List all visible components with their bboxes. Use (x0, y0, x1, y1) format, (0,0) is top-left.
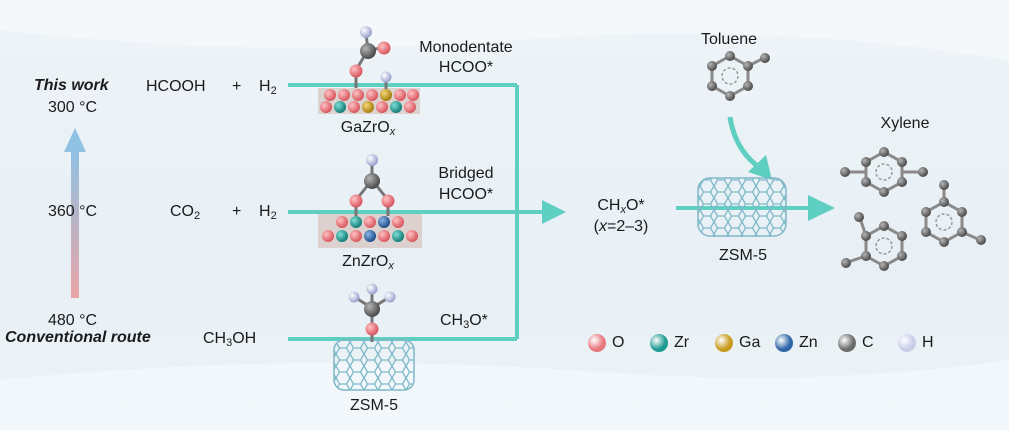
reaction-lines (288, 83, 545, 341)
toluene-arrowhead (748, 155, 772, 180)
legend-swatch-ga (715, 334, 733, 352)
arrow-to-xylene (808, 195, 835, 221)
legend-swatch-h (898, 334, 916, 352)
toluene-arrow (727, 116, 762, 171)
legend-item-zr: Zr (650, 334, 689, 352)
legend-label-h: H (922, 334, 934, 351)
zsm5-label-bottom: ZSM-5 (350, 397, 398, 414)
temperature-middle: 360 °C (48, 203, 98, 220)
background-wave-top (0, 0, 1009, 60)
monodentate-formate-molecule (349, 26, 392, 89)
xylene-molecule-ortho (841, 212, 907, 271)
gazrox-label: GaZrOx (340, 119, 396, 138)
monodentate-label: Monodentate (419, 39, 513, 56)
zsm5-framework-bottom (333, 339, 415, 391)
bridged-hcoo-label: HCOO* (438, 186, 494, 203)
reactant-hcooh: HCOOH (146, 78, 206, 95)
legend-label-o: O (612, 334, 625, 351)
conventional-route-label: Conventional route (5, 329, 151, 346)
reactant-co2: CO2 (170, 203, 201, 222)
toluene-molecule (707, 51, 770, 101)
chxo-range-label: (x=2–3) (593, 218, 649, 235)
legend-item-o: O (588, 334, 624, 352)
znzrox-label: ZnZrOx (342, 253, 394, 272)
reactant-ch3oh: CH3OH (203, 330, 257, 349)
legend-label-c: C (862, 334, 874, 351)
bridged-formate-molecule (349, 154, 395, 216)
plus-sign-1: + (232, 78, 242, 95)
zsm5-label-right: ZSM-5 (719, 247, 767, 264)
gazrox-surface (318, 88, 420, 114)
toluene-label: Toluene (700, 31, 758, 48)
monodentate-hcoo-label: HCOO* (438, 59, 494, 76)
temperature-bottom: 480 °C (48, 312, 98, 329)
xylene-label: Xylene (880, 115, 930, 132)
reactant-h2-top: H2 (259, 78, 277, 97)
plus-sign-2: + (232, 203, 242, 220)
background-wave-bottom (0, 360, 1009, 430)
legend-swatch-o (588, 334, 606, 352)
bridged-label: Bridged (438, 165, 494, 182)
legend-item-h: H (898, 334, 934, 352)
temperature-top: 300 °C (48, 99, 98, 116)
temperature-arrow (64, 128, 86, 298)
ch3o-label: CH3O* (440, 312, 488, 331)
xylene-molecule-para (840, 147, 928, 197)
legend-item-ga: Ga (715, 334, 760, 352)
legend-label-zn: Zn (799, 334, 818, 351)
legend-swatch-zr (650, 334, 668, 352)
reactant-h2-middle: H2 (259, 203, 277, 222)
arrow-to-chxo (542, 200, 566, 224)
xylene-molecule-meta (921, 180, 986, 247)
legend-label-zr: Zr (674, 334, 690, 351)
this-work-label: This work (34, 77, 109, 94)
zsm5-framework-right (697, 177, 787, 237)
legend-item-zn: Zn (775, 334, 818, 352)
methoxy-molecule (348, 283, 396, 342)
legend-swatch-c (838, 334, 856, 352)
legend-item-c: C (838, 334, 874, 352)
legend-label-ga: Ga (739, 334, 761, 351)
znzrox-surface (318, 214, 422, 248)
chxo-label: CHxO* (597, 197, 645, 216)
legend-swatch-zn (775, 334, 793, 352)
